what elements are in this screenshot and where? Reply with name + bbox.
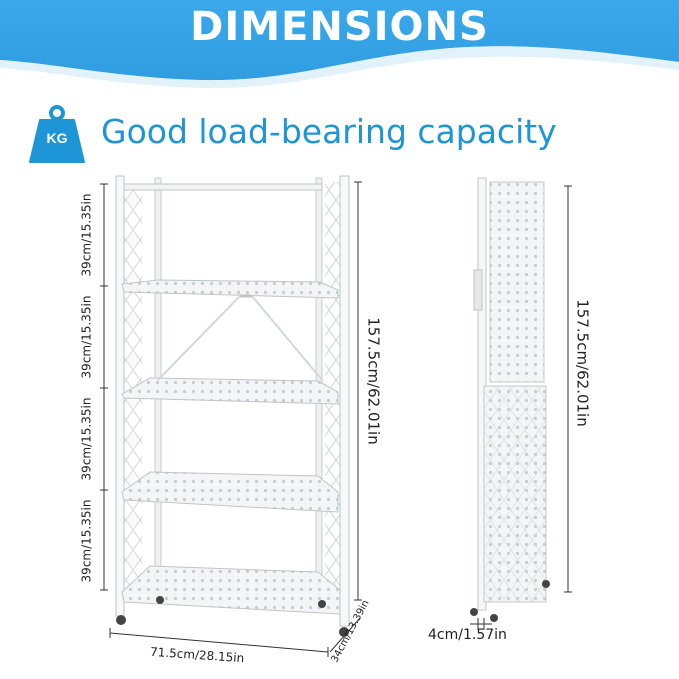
feature-headline: Good load-bearing capacity [101,112,557,151]
assembled-shelf-unit [115,175,350,637]
shelf-spacing-label-1: 39cm/15.35in [79,193,94,277]
folded-shelf-unit [470,177,550,622]
assembled-dimension-lines [100,181,362,657]
folded-thickness-label: 4cm/1.57in [428,627,507,643]
folded-height-label: 157.5cm/62.01in [573,299,592,427]
weight-icon-label: KG [46,130,68,146]
header-banner [0,0,679,89]
shelf-spacing-label-2: 39cm/15.35in [79,295,94,379]
page-title: DIMENSIONS [190,4,489,50]
assembled-height-label: 157.5cm/62.01in [364,317,383,445]
folded-dimension-lines [470,185,572,630]
weight-kg-icon: KG [28,104,86,166]
shelf-spacing-label-3: 39cm/15.35in [79,397,94,481]
shelf-spacing-label-4: 39cm/15.35in [79,499,94,583]
